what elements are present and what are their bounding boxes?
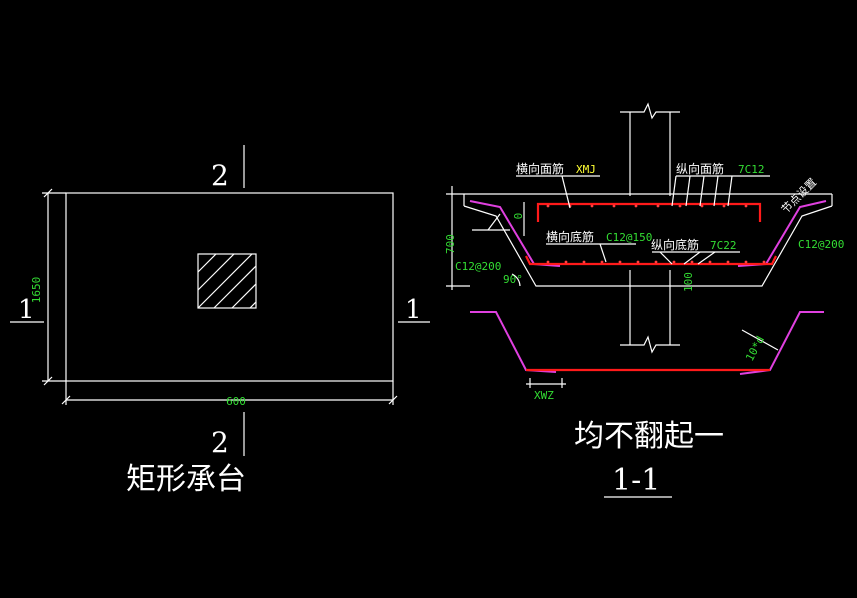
- detail-stirrup-right: [739, 311, 824, 375]
- rebar-dots: [546, 204, 766, 264]
- dim-100-text: 100: [682, 272, 695, 292]
- plan-title: 矩形承台: [126, 462, 246, 497]
- label-long-top-code: 7C12: [738, 163, 765, 176]
- section-mark-1-right: 1: [405, 295, 422, 325]
- label-trans-bottom: 横向底筋: [546, 229, 594, 244]
- section-view: 700 0 100 90° 横向面筋 XMJ 纵向面筋 7C12 节点设置 横向…: [444, 102, 844, 498]
- angle-text: 90°: [503, 273, 523, 286]
- leader-lines: [516, 175, 770, 265]
- label-side-right: C12@200: [798, 238, 844, 251]
- dim-depth-line: [446, 186, 525, 290]
- detail-stirrup: [470, 311, 557, 373]
- column-top: [620, 102, 680, 196]
- dim-10d-text: 10*d: [743, 334, 767, 364]
- label-trans-top-code: XMJ: [576, 163, 596, 176]
- note-text: 均不翻起一: [574, 419, 724, 454]
- label-long-top: 纵向面筋: [676, 161, 724, 176]
- dim-depth-text: 700: [444, 234, 457, 254]
- label-long-bottom: 纵向底筋: [651, 237, 699, 252]
- label-trans-top: 横向面筋: [516, 161, 564, 176]
- section-mark-1-left: 1: [18, 295, 35, 325]
- section-mark-2-top: 2: [211, 159, 229, 192]
- pile-below: [620, 270, 680, 354]
- angle-arc: [511, 273, 521, 287]
- label-side-left: C12@200: [455, 260, 501, 273]
- dim-height-line: [42, 188, 66, 386]
- label-trans-bottom-code: C12@150: [606, 231, 652, 244]
- dim-10d-line: [741, 329, 779, 351]
- pile-cap-outline: [65, 192, 394, 382]
- label-long-bottom-code: 7C22: [710, 239, 737, 252]
- dim-width-line: [61, 381, 398, 405]
- dim-width-text: 600: [226, 395, 246, 408]
- section-mark-2-bottom: 2: [211, 426, 229, 459]
- dim-height-text: 1650: [30, 277, 43, 304]
- bottom-rebar: [525, 255, 777, 266]
- column-hatch: [197, 253, 257, 309]
- section-title: 1-1: [612, 463, 660, 498]
- dim-zero-text: 0: [512, 213, 525, 220]
- dim-xwz-text: XWZ: [534, 389, 554, 402]
- top-rebar: [536, 202, 762, 222]
- pile-cap-section-outline: [463, 193, 833, 287]
- plan-view: 1650 600 1 1 2 2 矩形承台: [10, 145, 430, 497]
